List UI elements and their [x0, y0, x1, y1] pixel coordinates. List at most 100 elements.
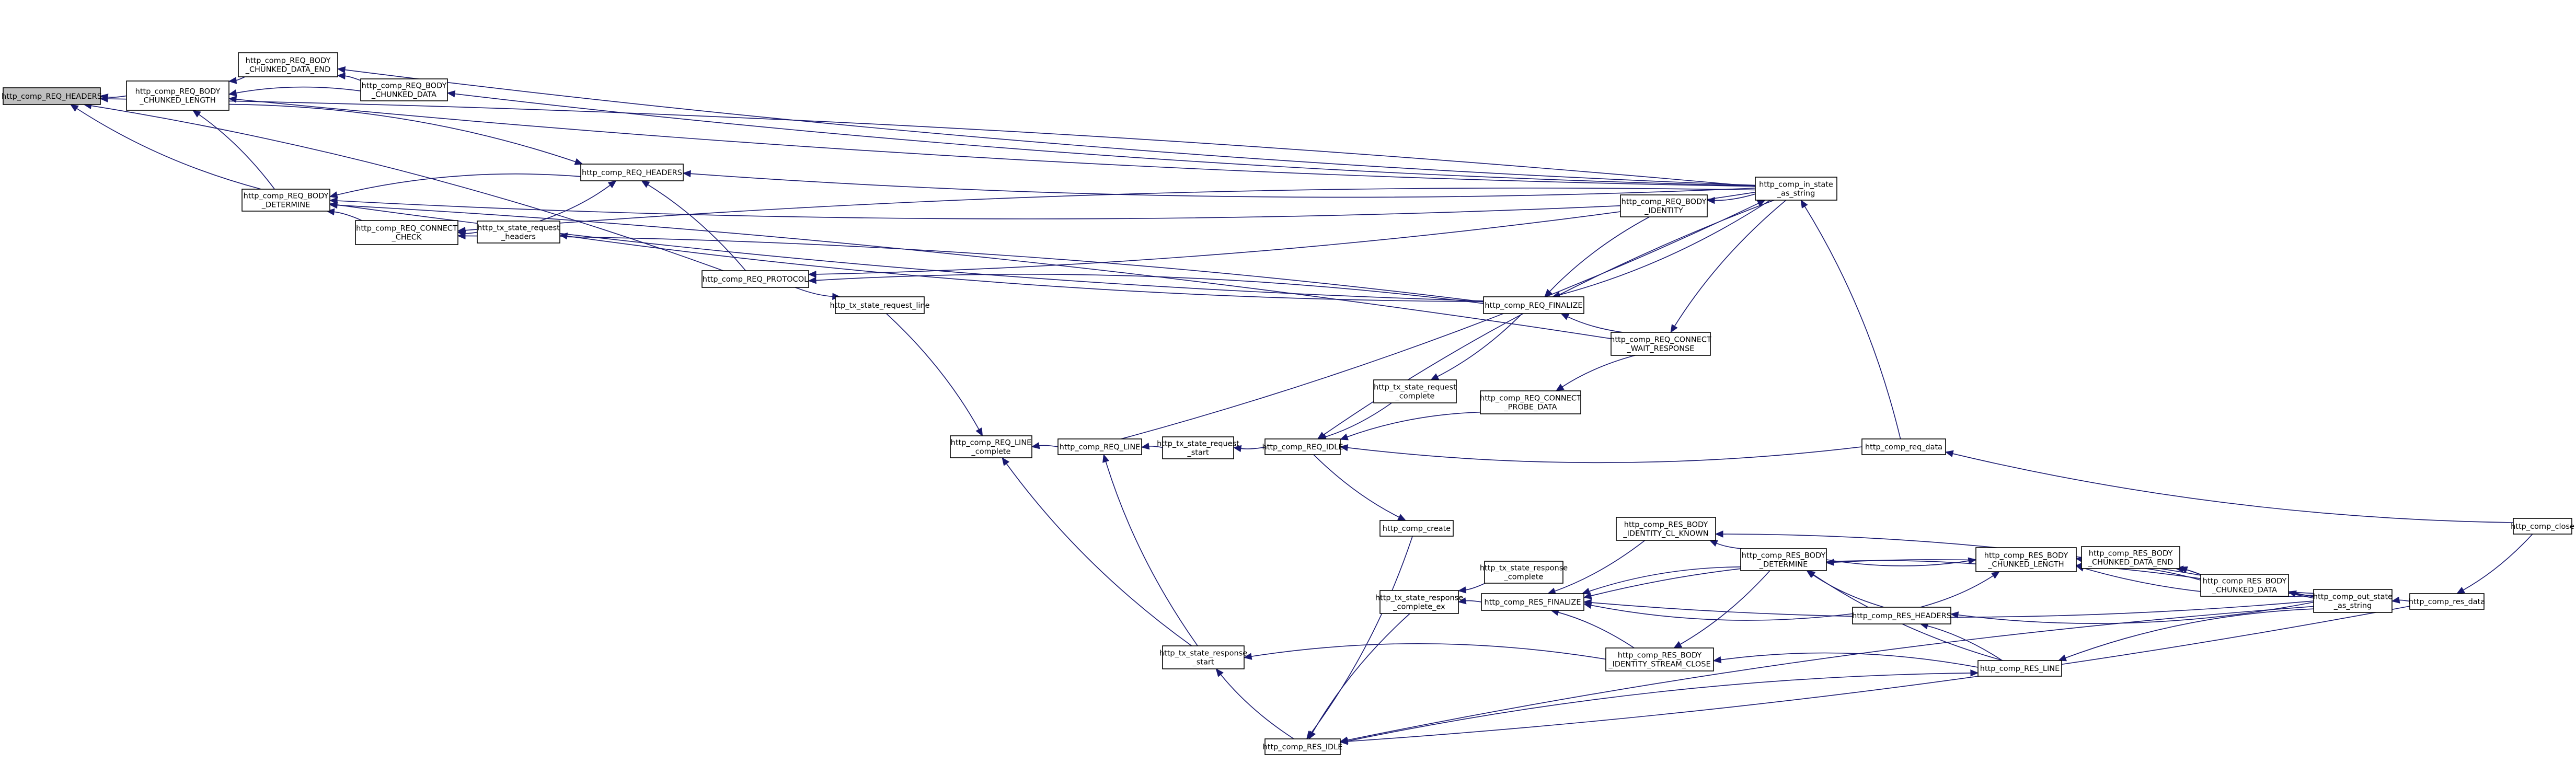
node-req-body-chunked-length[interactable]: http_comp_REQ_BODY_CHUNKED_LENGTH	[126, 80, 229, 111]
node-label-line: http_comp_RES_BODY	[1984, 552, 2068, 560]
edge-line	[1811, 574, 1884, 608]
edge-out_state_as_string-to-res_headers	[1950, 601, 2314, 624]
edge-tx_state_response_start-to-req_line	[1102, 454, 1198, 646]
edge-res_data-to-out_state_as_string	[2391, 596, 2410, 604]
node-res-body-determine[interactable]: http_comp_RES_BODY_DETERMINE	[1740, 548, 1827, 571]
edge-out_state_as_string-to-res_body_chunked_data	[2287, 590, 2314, 597]
node-req-line-complete[interactable]: http_comp_REQ_LINE_complete	[950, 435, 1032, 458]
node-req-idle[interactable]: http_comp_REQ_IDLE	[1262, 438, 1343, 455]
node-req-body-chunked-data[interactable]: http_comp_REQ_BODY_CHUNKED_DATA	[360, 78, 448, 101]
node-res-line[interactable]: http_comp_RES_LINE	[1977, 660, 2062, 677]
edge-res_headers-to-res_body_chunked_length	[1920, 571, 2000, 608]
arrowhead-icon	[1031, 442, 1040, 449]
edge-req_body_chunked_data-to-req_body_chunked_data_end	[337, 72, 361, 81]
edge-line	[1038, 445, 1059, 447]
node-res-body-chunked-data[interactable]: http_comp_RES_BODY_CHUNKED_DATA	[2200, 574, 2289, 597]
arrowhead-icon	[1430, 373, 1440, 380]
node-label-line: http_comp_REQ_LINE	[951, 439, 1032, 447]
edge-line	[814, 192, 1756, 275]
node-res-body-identity-stream-close[interactable]: http_comp_RES_BODY_IDENTITY_STREAM_CLOSE	[1605, 647, 1714, 671]
node-req-connect-probe-data[interactable]: http_comp_REQ_CONNECT_PROBE_DATA	[1480, 390, 1581, 414]
node-label-line: http_comp_REQ_CONNECT	[1610, 336, 1711, 344]
node-label-line: _complete	[971, 448, 1011, 456]
node-res-headers[interactable]: http_comp_RES_HEADERS	[1852, 607, 1951, 624]
node-label-line: http_comp_RES_LINE	[1980, 665, 2060, 673]
edge-tx_state_request_headers-to-req_headers	[539, 180, 617, 222]
node-tx-state-request-complete[interactable]: http_tx_state_request_complete	[1373, 379, 1457, 403]
node-req-body-determine[interactable]: http_comp_REQ_BODY_DETERMINE	[242, 189, 330, 212]
node-req-line[interactable]: http_comp_REQ_LINE	[1057, 438, 1142, 455]
node-req-body-identity[interactable]: http_comp_REQ_BODY_IDENTITY	[1620, 194, 1708, 217]
node-res-body-chunked-length[interactable]: http_comp_RES_BODY_CHUNKED_LENGTH	[1975, 547, 2077, 572]
node-res-finalize[interactable]: http_comp_RES_FINALIZE	[1481, 593, 1584, 611]
node-res-idle[interactable]: http_comp_RES_IDLE	[1263, 738, 1343, 755]
node-in-state-as-string[interactable]: http_comp_in_state_as_string	[1755, 177, 1837, 201]
edge-line	[1920, 574, 1995, 608]
arrowhead-icon	[1215, 668, 1224, 677]
node-label-line: http_comp_REQ_FINALIZE	[1485, 302, 1582, 310]
edge-line	[198, 113, 275, 190]
node-tx-state-response-complete[interactable]: http_tx_state_response_complete	[1480, 561, 1568, 584]
edge-line	[1220, 673, 1294, 739]
edge-req_finalize-to-req_connect_check	[457, 232, 1484, 303]
node-req-connect-check[interactable]: http_comp_REQ_CONNECT_CHECK	[355, 220, 458, 245]
node-req-headers[interactable]: http_comp_REQ_HEADERS	[580, 164, 684, 181]
node-label-line: http_comp_create	[1383, 525, 1451, 533]
node-comp-create[interactable]: http_comp_create	[1379, 520, 1454, 537]
node-res-data[interactable]: http_comp_res_data	[2409, 593, 2485, 610]
edge-res_body_determine-to-res_finalize	[1581, 566, 1741, 595]
node-tx-state-request-start[interactable]: http_tx_state_request_start	[1157, 436, 1239, 459]
node-label-line: http_comp_RES_HEADERS	[1852, 612, 1951, 620]
node-box	[1264, 738, 1341, 755]
node-label-line: _IDENTITY_CL_KNOWN	[1623, 530, 1708, 538]
node-req-connect-wait-response[interactable]: http_comp_REQ_CONNECT_WAIT_RESPONSE	[1610, 332, 1711, 356]
node-out-state-as-string[interactable]: http_comp_out_state_as_string	[2313, 589, 2393, 613]
arrowhead-icon	[1560, 313, 1570, 320]
node-label-line: _CHUNKED_DATA	[2212, 586, 2277, 595]
node-label-line: http_comp_REQ_BODY	[362, 82, 447, 90]
node-label-line: _CHECK	[391, 234, 422, 242]
node-req-data[interactable]: http_comp_req_data	[1861, 438, 1946, 455]
node-label-line: http_tx_state_response	[1480, 564, 1568, 573]
node-tx-state-response-complete-ex[interactable]: http_tx_state_response_complete_ex	[1375, 590, 1463, 614]
arrowhead-icon	[329, 201, 338, 209]
node-box	[360, 78, 448, 101]
edge-req_body_chunked_length-to-req_headers	[228, 103, 583, 165]
arrowhead-icon	[1243, 653, 1252, 660]
node-tx-state-request-line[interactable]: http_tx_state_request_line	[830, 296, 930, 314]
edge-line	[1566, 316, 1623, 333]
arrowhead-icon	[1339, 433, 1349, 441]
node-box	[238, 52, 338, 77]
edge-req_protocol-to-req_headers_root	[83, 102, 723, 271]
node-res-body-chunked-data-end[interactable]: http_comp_RES_BODY_CHUNKED_DATA_END	[2081, 546, 2180, 569]
node-req-protocol[interactable]: http_comp_REQ_PROTOCOL	[702, 270, 809, 288]
node-comp-close[interactable]: http_comp_close	[2511, 518, 2574, 535]
node-tx-state-response-start[interactable]: http_tx_state_response_start	[1159, 645, 1247, 669]
node-box	[1852, 607, 1951, 624]
arrowhead-icon	[607, 180, 617, 189]
edge-res_body_determine-to-res_body_identity_cl_known	[1709, 540, 1742, 549]
node-label-line: http_comp_RES_BODY	[2089, 550, 2173, 558]
edge-line	[1239, 446, 1266, 449]
node-label-line: http_tx_state_request_line	[830, 302, 929, 310]
arrowhead-icon	[337, 72, 346, 80]
node-tx-state-request-headers[interactable]: http_tx_state_request_headers	[477, 221, 560, 244]
edge-line	[453, 93, 1756, 187]
edge-tx_state_response_complete_ex-to-res_idle	[1308, 613, 1410, 740]
arrowhead-icon	[975, 427, 983, 437]
arrowhead-icon	[228, 89, 237, 97]
node-label-line: http_tx_state_response	[1375, 594, 1463, 603]
arrowhead-icon	[1670, 324, 1678, 333]
node-res-body-identity-cl-known[interactable]: http_comp_RES_BODY_IDENTITY_CL_KNOWN	[1616, 517, 1716, 541]
arrowhead-icon	[1317, 432, 1326, 439]
node-req-body-chunked-data-end[interactable]: http_comp_REQ_BODY_CHUNKED_DATA_END	[238, 52, 338, 77]
arrowhead-icon	[1397, 514, 1407, 521]
edge-line	[464, 235, 1484, 303]
edge-req_body_determine-to-req_headers_root	[70, 104, 261, 190]
edge-tx_state_response_complete-to-tx_state_response_complete_ex	[1457, 583, 1486, 594]
node-req-finalize[interactable]: http_comp_REQ_FINALIZE	[1483, 296, 1584, 314]
node-label-line: _CHUNKED_LENGTH	[1987, 561, 2064, 569]
node-box	[477, 221, 560, 244]
edge-line	[1346, 606, 2410, 742]
arrowhead-icon	[2287, 590, 2297, 597]
